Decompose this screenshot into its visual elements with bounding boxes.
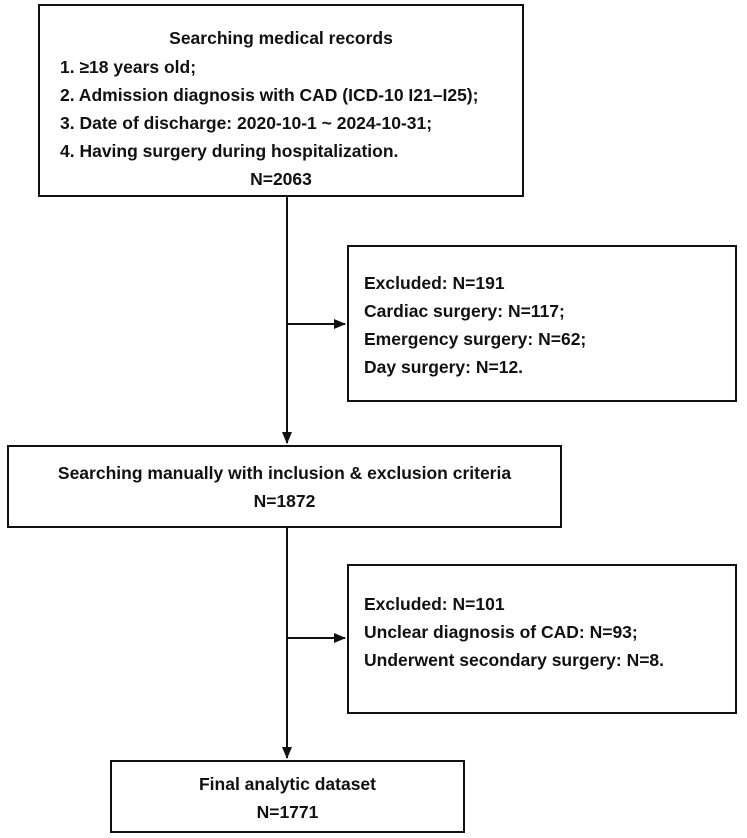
exclusion-2-secondary-surgery: Underwent secondary surgery: N=8. bbox=[364, 650, 665, 670]
exclusion-1-day-surgery: Day surgery: N=12. bbox=[364, 357, 524, 377]
manual-box-count: N=1872 bbox=[253, 491, 316, 511]
exclusion-1-cardiac: Cardiac surgery: N=117; bbox=[364, 301, 565, 321]
search-box-title: Searching medical records bbox=[169, 28, 393, 48]
manual-box-title: Searching manually with inclusion & excl… bbox=[57, 463, 512, 483]
criterion-diagnosis: 2. Admission diagnosis with CAD (ICD-10 … bbox=[60, 85, 479, 105]
criterion-discharge-date: 3. Date of discharge: 2020-10-1 ~ 2024-1… bbox=[60, 113, 433, 133]
manual-search-box: Searching manually with inclusion & excl… bbox=[7, 445, 562, 528]
final-box-title: Final analytic dataset bbox=[198, 774, 376, 794]
criterion-age: 1. ≥18 years old; bbox=[60, 57, 197, 77]
exclusion-2-total: Excluded: N=101 bbox=[364, 594, 505, 614]
final-box-count: N=1771 bbox=[256, 802, 319, 822]
criterion-surgery: 4. Having surgery during hospitalization… bbox=[60, 141, 399, 161]
exclusion-1-emergency: Emergency surgery: N=62; bbox=[364, 329, 587, 349]
final-dataset-box: Final analytic dataset N=1771 bbox=[110, 760, 465, 833]
search-records-box: Searching medical records 1. ≥18 years o… bbox=[38, 4, 524, 197]
exclusion-box-1: Excluded: N=191 Cardiac surgery: N=117; … bbox=[347, 245, 737, 402]
search-box-count: N=2063 bbox=[250, 169, 312, 189]
exclusion-box-2: Excluded: N=101 Unclear diagnosis of CAD… bbox=[347, 564, 737, 714]
exclusion-1-total: Excluded: N=191 bbox=[364, 273, 505, 293]
exclusion-2-unclear-diagnosis: Unclear diagnosis of CAD: N=93; bbox=[364, 622, 638, 642]
